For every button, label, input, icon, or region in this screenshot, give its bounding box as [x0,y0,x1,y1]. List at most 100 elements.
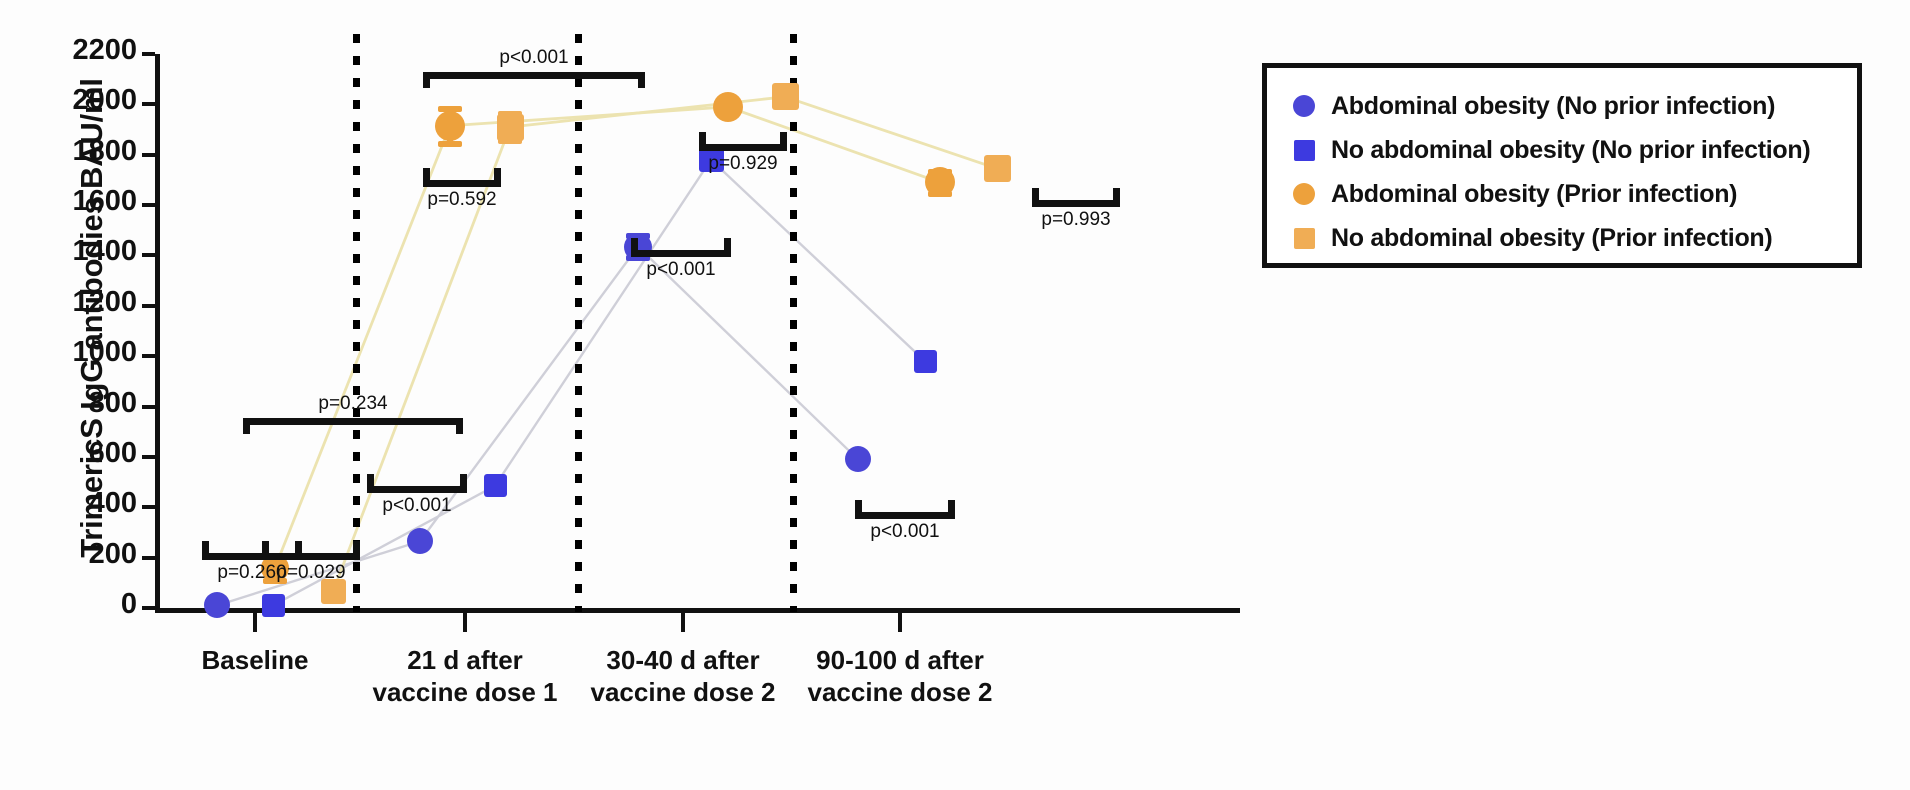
bracket-right-tick [1113,188,1120,204]
x-axis-line [155,608,1240,613]
p-value-label: p=0.929 [708,153,778,174]
data-point-circle [713,91,743,122]
bracket-bar [367,486,467,493]
y-tick-mark [142,454,155,459]
bracket-left-tick [855,500,862,516]
legend-label: No abdominal obesity (No prior infection… [1331,135,1811,164]
x-tick-label-line1: Baseline [201,645,309,675]
x-tick-mark [253,612,257,632]
error-bar-cap [438,105,462,112]
y-tick-mark [142,52,155,56]
bracket-left-tick [699,132,706,148]
bracket-right-tick [638,72,645,88]
y-tick-label: 1000 [72,336,137,369]
data-point-square [261,593,285,617]
legend-marker-circle-icon [1287,183,1321,205]
x-tick-label-line1: 90-100 d after [816,645,984,675]
p-value-label: p=0.260 [217,562,287,583]
p-value-label: p<0.001 [382,495,452,516]
y-tick-label: 400 [88,487,137,520]
bracket-bar [202,553,302,560]
group-separator-2 [575,34,582,612]
bracket-bar [631,250,731,257]
y-tick-label: 1200 [72,285,137,318]
bracket-left-tick [202,541,209,557]
bracket-right-tick [948,500,955,516]
y-tick-mark [142,606,155,610]
x-tick-label-line2: vaccine dose 1 [372,676,558,707]
data-point-square [983,155,1011,183]
bracket-bar [243,418,463,425]
data-point-square [771,83,799,111]
x-tick-mark [463,612,467,632]
legend-label: No abdominal obesity (Prior infection) [1331,223,1773,252]
y-tick-mark [142,404,155,409]
y-tick-label: 1600 [72,185,137,218]
p-value-bracket: p=0.929 [699,132,787,178]
y-tick-label: 1800 [72,134,137,167]
y-tick-label: 200 [88,537,137,570]
bracket-right-tick [460,474,467,490]
data-point-square [913,349,937,373]
x-tick-label-line2: vaccine dose 2 [807,676,993,707]
p-value-label: p=0.993 [1041,209,1111,230]
y-tick-mark [142,152,155,157]
bracket-left-tick [631,238,638,254]
y-tick-mark [142,303,155,308]
x-tick-mark [898,612,902,632]
p-value-bracket: p<0.001 [631,238,731,284]
data-point-square [320,579,346,605]
legend-item-2[interactable]: No abdominal obesity (No prior infection… [1287,128,1843,172]
legend-item-1[interactable]: Abdominal obesity (No prior infection) [1287,84,1843,128]
p-value-label: p=0.029 [276,562,346,583]
bracket-bar [262,553,360,560]
p-value-label: p<0.001 [646,259,716,280]
p-value-bracket: p<0.001 [855,500,955,546]
legend-box: Abdominal obesity (No prior infection) No… [1262,63,1862,268]
bracket-bar [423,72,645,79]
p-value-bracket: p=0.029 [262,541,360,587]
x-tick-label-line1: 30-40 d after [606,645,760,675]
p-value-bracket: p<0.001 [423,47,645,106]
legend-label: Abdominal obesity (No prior infection) [1331,91,1776,120]
y-tick-label: 600 [88,436,137,469]
bracket-left-tick [1032,188,1039,204]
y-tick-label: 0 [120,588,137,620]
bracket-left-tick [423,72,430,88]
legend-marker-square-icon [1287,139,1321,161]
p-value-label: p<0.001 [870,521,940,542]
data-point-circle [845,446,871,473]
series-line [331,95,998,593]
series-line [273,105,941,569]
y-tick-mark [142,253,155,258]
legend-item-4[interactable]: No abdominal obesity (Prior infection) [1287,216,1843,260]
bracket-right-tick [295,541,302,557]
bracket-left-tick [262,541,269,557]
legend-marker-circle-icon [1287,95,1321,117]
bracket-right-tick [456,418,463,434]
y-axis-line [155,54,160,608]
y-tick-label: 2000 [72,84,137,117]
data-point-square [496,113,524,141]
x-tick-label-1: Baseline [125,645,385,677]
y-tick-mark [142,102,155,107]
bracket-bar [1032,200,1120,207]
p-value-label: p=0.234 [318,393,388,414]
error-bar-cap [498,138,522,145]
p-value-label: p<0.001 [499,47,569,68]
bracket-bar [855,512,955,519]
p-value-bracket: p=0.993 [1032,188,1120,234]
p-value-label: p=0.592 [427,189,497,210]
data-point-circle [204,592,230,619]
y-tick-label: 1400 [72,235,137,268]
data-point-square [483,474,507,498]
legend-item-3[interactable]: Abdominal obesity (Prior infection) [1287,172,1843,216]
y-tick-label: 2200 [72,34,137,66]
series-line [272,157,926,607]
group-separator-1 [353,34,360,612]
